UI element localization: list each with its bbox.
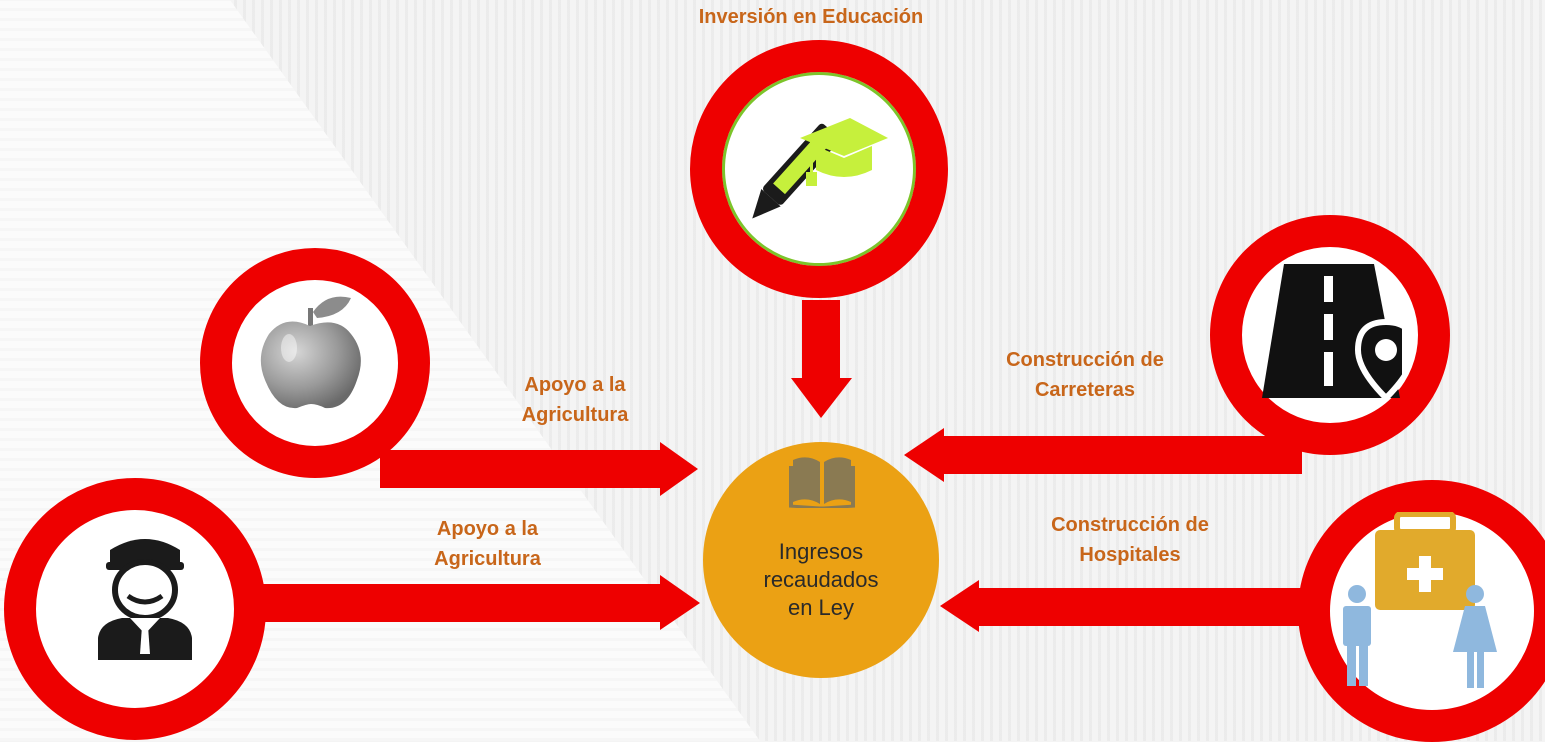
apple-icon: [260, 296, 361, 409]
hub-line1: Ingresos: [778, 539, 864, 564]
hub-line2: recaudados: [763, 567, 879, 592]
officer-icon: [98, 539, 192, 660]
arrow-agriculture-head: [660, 442, 698, 496]
arrow-hospitals-shaft: [976, 588, 1316, 626]
graduation-pencil-icon: [752, 118, 888, 219]
arrow-security-head: [660, 575, 700, 630]
label-officer-line2: Agricultura: [434, 548, 541, 570]
central-hub: Ingresos recaudados en Ley: [703, 442, 939, 678]
hub-line3: en Ley: [787, 595, 855, 620]
label-roads: Construcción de Carreteras: [975, 345, 1195, 405]
arrow-agriculture-shaft: [380, 450, 662, 488]
label-agriculture: Apoyo a la Agricultura: [490, 370, 660, 430]
label-roads-line1: Construcción de: [1006, 349, 1164, 371]
label-officer: Apoyo a la Agricultura: [405, 514, 570, 574]
label-officer-line1: Apoyo a la: [436, 518, 539, 540]
arrow-education-shaft: [802, 300, 840, 380]
open-book-icon: [789, 457, 855, 508]
label-agriculture-line1: Apoyo a la: [524, 374, 626, 396]
label-education: Inversión en Educación: [698, 6, 924, 28]
road-location-icon: [1262, 264, 1402, 402]
arrow-education-head: [791, 378, 852, 418]
label-hospitals: Construcción de Hospitales: [1030, 510, 1230, 570]
label-hospitals-line2: Hospitales: [1079, 544, 1181, 566]
medical-kit-people-icon: [1343, 512, 1497, 688]
label-agriculture-line2: Agricultura: [521, 404, 629, 426]
label-hospitals-line1: Construcción de: [1051, 514, 1209, 536]
arrow-hospitals-head: [940, 580, 979, 632]
arrow-security-shaft: [195, 584, 663, 622]
arrow-roads-head: [904, 428, 944, 482]
label-roads-line2: Carreteras: [1034, 379, 1136, 401]
hub-title: Ingresos recaudados en Ley: [703, 538, 939, 622]
arrow-roads-shaft: [942, 436, 1302, 474]
